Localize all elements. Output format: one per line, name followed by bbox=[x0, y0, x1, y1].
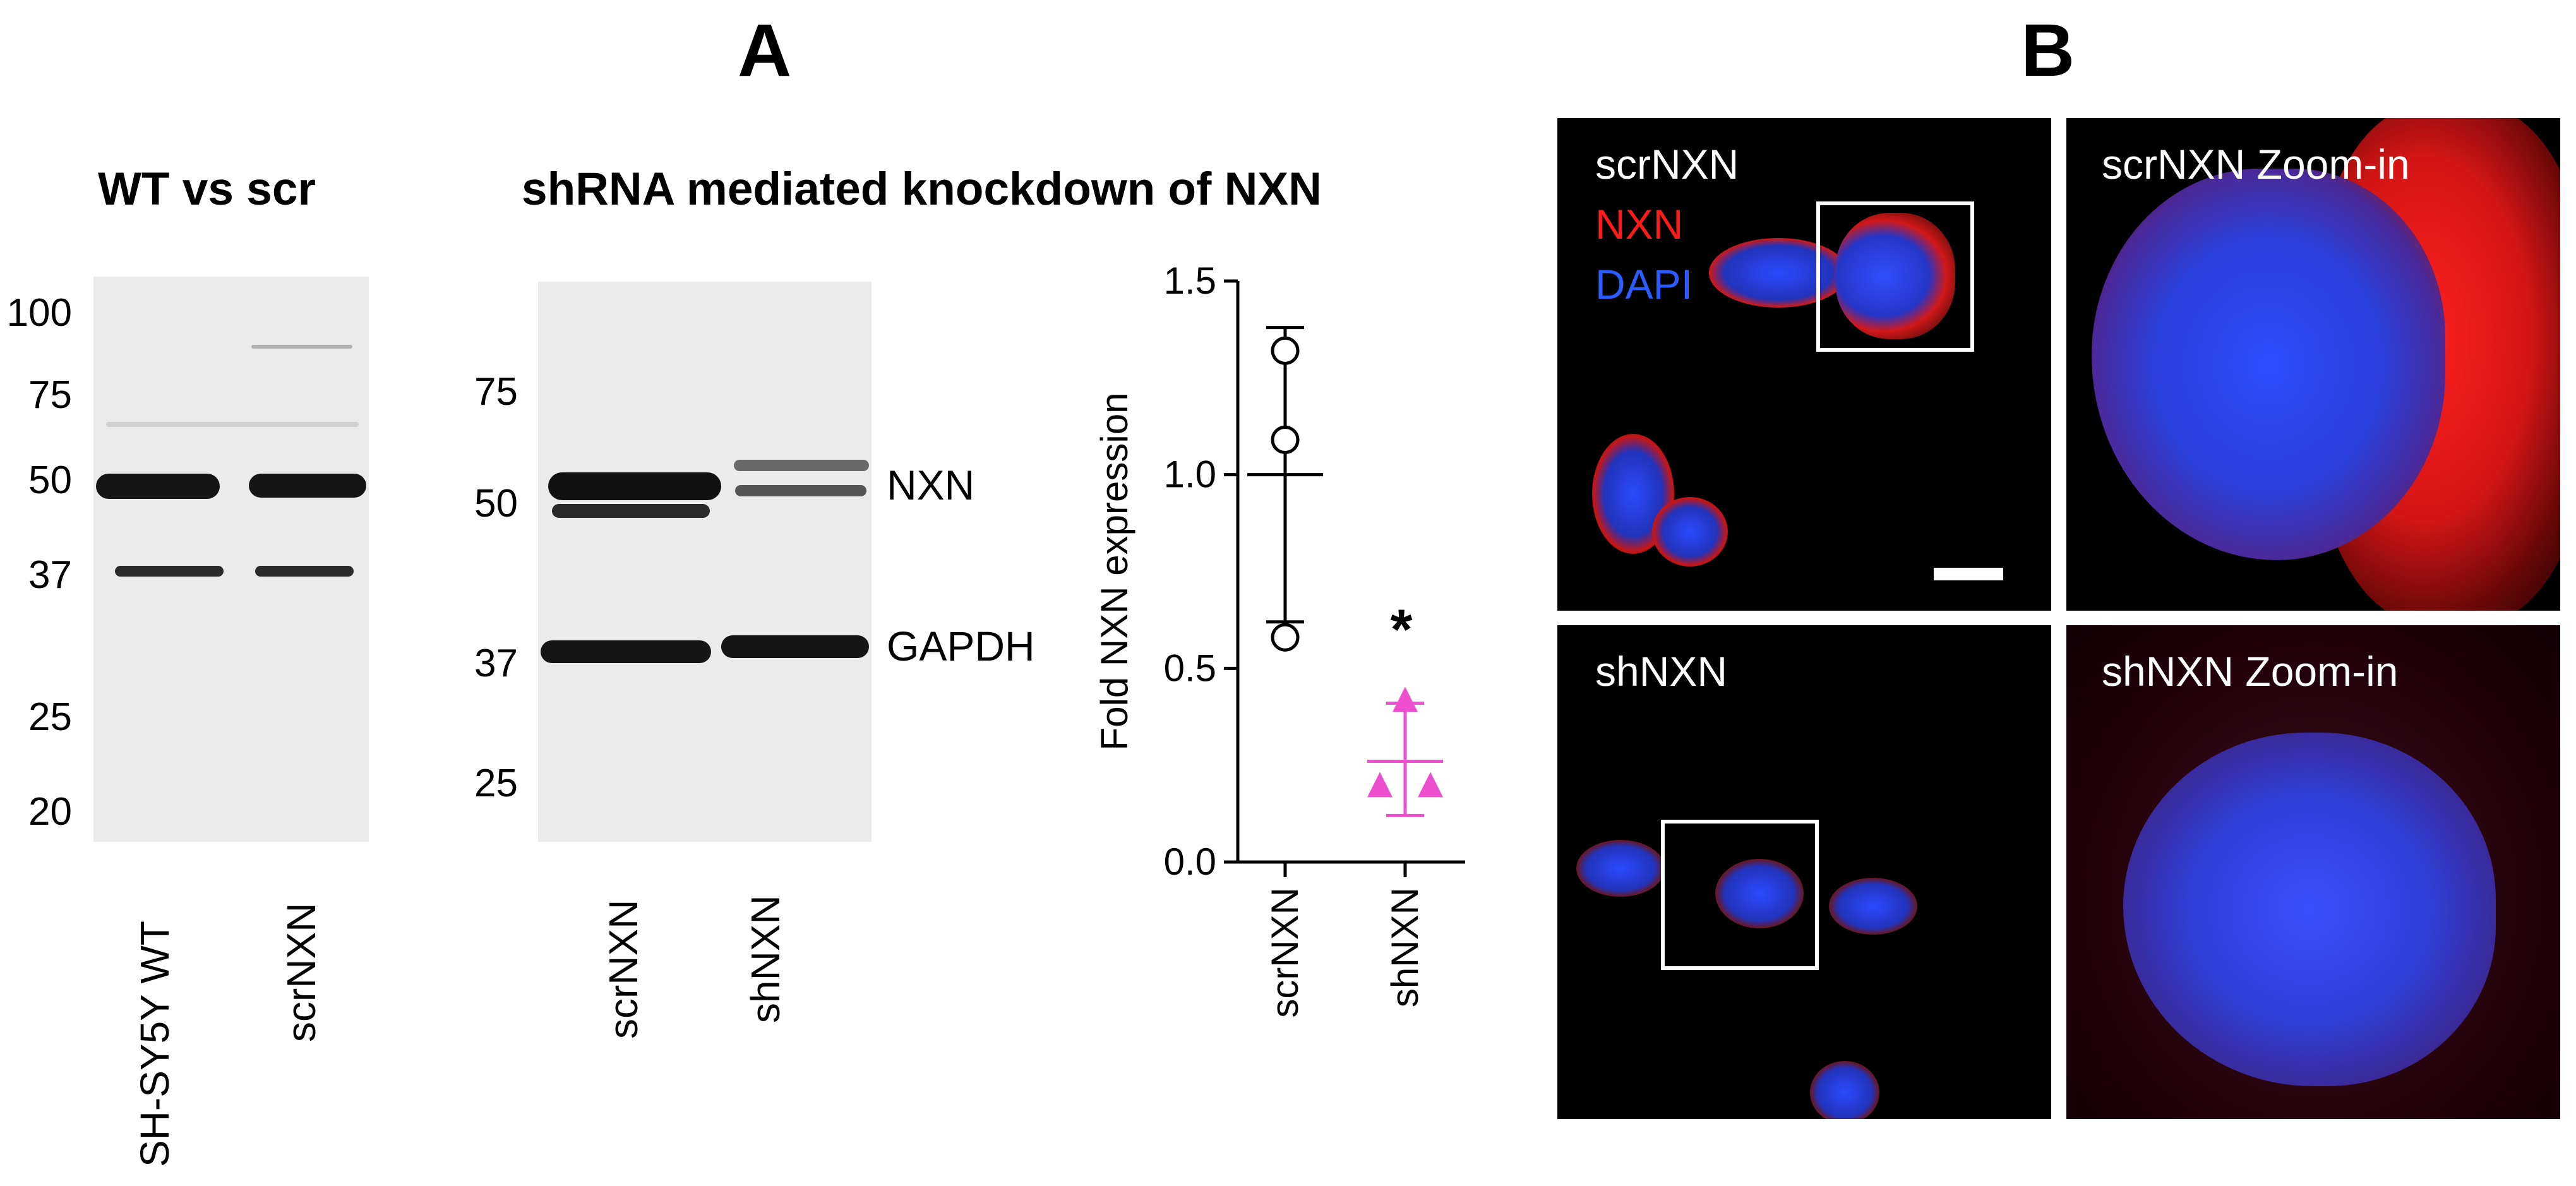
micro-sh-cell-2 bbox=[1715, 859, 1804, 928]
micro-sh-cell-1 bbox=[1576, 840, 1665, 897]
data-point-scrnxn bbox=[1271, 425, 1300, 454]
y-axis-label: Fold NXN expression bbox=[1093, 393, 1135, 751]
blot1-mw-25: 25 bbox=[28, 695, 72, 739]
blot1-image bbox=[93, 277, 369, 842]
blot1-mw-75: 75 bbox=[28, 373, 72, 417]
blot1-mw-100: 100 bbox=[6, 291, 72, 335]
blot2-band-gapdh-scr bbox=[541, 640, 711, 663]
blot2-band-nxn-sh bbox=[734, 460, 869, 471]
micro-scr-zoom-label: scrNXN Zoom-in bbox=[2102, 141, 2410, 188]
blot2-band-nxn-scr bbox=[548, 472, 721, 500]
blot2-lane-sh: shNXN bbox=[743, 895, 788, 1023]
blot1-lane-wt: SH-SY5Y WT bbox=[132, 921, 177, 1167]
blot2-mw-25: 25 bbox=[474, 762, 518, 805]
micro-sh-cell-4 bbox=[1810, 1061, 1879, 1119]
panel-letter-b: B bbox=[2021, 9, 2075, 92]
micro-scr-roi-box bbox=[1816, 201, 1974, 352]
blot1-band-37-scr bbox=[255, 566, 354, 577]
blot2-band-nxn-scr-lower bbox=[552, 504, 710, 518]
blot1-title: WT vs scr bbox=[98, 164, 316, 215]
micro-scr-cell-4 bbox=[1652, 497, 1728, 566]
blot2-mw-50: 50 bbox=[474, 482, 518, 525]
micro-sh-zoom-nucleus bbox=[2123, 733, 2496, 1086]
blot2-lane-scr: scrNXN bbox=[601, 899, 646, 1039]
scale-bar bbox=[1934, 568, 2003, 580]
y-tick-label: 1.0 bbox=[1164, 453, 1216, 496]
micro-scr-overview: scrNXN NXN DAPI bbox=[1557, 118, 2051, 611]
micro-scr-label: scrNXN bbox=[1595, 141, 1739, 188]
micro-sh-roi-box bbox=[1661, 820, 1819, 970]
blot1-band-50-wt bbox=[96, 474, 220, 499]
blot1-band-37-wt bbox=[115, 566, 224, 577]
y-tick-label: 0.0 bbox=[1164, 841, 1216, 883]
y-tick-label: 0.5 bbox=[1164, 647, 1216, 689]
micro-legend-dapi: DAPI bbox=[1595, 261, 1693, 308]
blot2-title: shRNA mediated knockdown of NXN bbox=[522, 164, 1322, 215]
blot1-lane-scr: scrNXN bbox=[279, 902, 324, 1042]
data-point-scrnxn bbox=[1271, 336, 1300, 365]
micro-sh-zoom-label: shNXN Zoom-in bbox=[2102, 648, 2399, 695]
significance-asterisk: * bbox=[1390, 599, 1412, 662]
blot2-band-label-gapdh: GAPDH bbox=[887, 623, 1035, 669]
blot1-mw-37: 37 bbox=[28, 553, 72, 597]
blot2-image bbox=[538, 282, 872, 842]
data-point-shnxn bbox=[1393, 686, 1418, 712]
y-tick-label: 1.5 bbox=[1164, 260, 1216, 302]
blot2-band-gapdh-sh bbox=[721, 635, 869, 658]
blot1-mw-50: 50 bbox=[28, 458, 72, 502]
data-point-scrnxn bbox=[1271, 623, 1300, 652]
blot2-mw-75: 75 bbox=[474, 370, 518, 414]
micro-sh-overview: shNXN bbox=[1557, 625, 2051, 1119]
micro-scr-cell-2 bbox=[1835, 213, 1955, 339]
micro-scr-zoom-nucleus bbox=[2092, 169, 2445, 560]
micro-scr-cell-1 bbox=[1709, 238, 1848, 308]
blot2-band-label-nxn: NXN bbox=[887, 462, 975, 508]
panel-letter-a: A bbox=[738, 9, 792, 92]
x-tick-label: scrNXN bbox=[1264, 887, 1306, 1018]
micro-scr-zoom: scrNXN Zoom-in bbox=[2066, 118, 2560, 611]
micro-sh-zoom: shNXN Zoom-in bbox=[2066, 625, 2560, 1119]
data-point-shnxn bbox=[1418, 772, 1443, 798]
blot1-mw-20: 20 bbox=[28, 790, 72, 834]
blot1-band-faint-75 bbox=[106, 422, 359, 427]
micro-sh-cell-3 bbox=[1829, 878, 1917, 935]
data-point-shnxn bbox=[1367, 772, 1393, 798]
micro-sh-label: shNXN bbox=[1595, 648, 1728, 695]
x-tick-label: shNXN bbox=[1384, 887, 1426, 1007]
blot1-band-50-scr bbox=[249, 474, 366, 498]
blot1-band-faint-top bbox=[251, 345, 352, 349]
blot2-band-nxn-sh-lower bbox=[735, 485, 866, 496]
micro-legend-nxn: NXN bbox=[1595, 201, 1684, 248]
blot2-mw-37: 37 bbox=[474, 642, 518, 685]
